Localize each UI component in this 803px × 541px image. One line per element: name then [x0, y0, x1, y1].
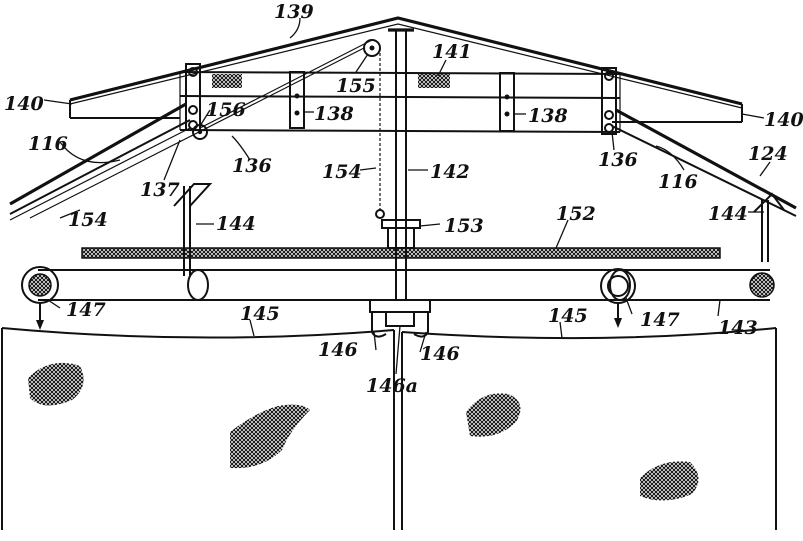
cable-hook: [375, 209, 385, 219]
label-154-upper: 154: [322, 161, 362, 183]
collar-153: [381, 219, 421, 249]
label-142: 142: [430, 161, 470, 183]
label-136-left: 136: [232, 155, 272, 177]
pipe-143: [38, 269, 770, 301]
label-139: 139: [274, 1, 314, 23]
label-145-left: 145: [240, 303, 280, 325]
bracket-138-left: [289, 71, 305, 129]
label-116-right: 116: [658, 171, 698, 193]
curtain-145-right: [401, 327, 777, 530]
curtain-145-left: [1, 327, 395, 530]
label-138-right: 138: [528, 105, 568, 127]
hatch-mark-141: [418, 74, 450, 88]
hanger-144-right: [753, 192, 785, 262]
label-141: 141: [432, 41, 472, 63]
pipe-end-147-right: [600, 268, 775, 328]
label-152: 152: [556, 203, 596, 225]
mast-142: [388, 28, 414, 300]
label-145-right: 145: [548, 305, 588, 327]
side-panel-116-left: [9, 102, 191, 221]
label-153: 153: [444, 215, 484, 237]
label-124: 124: [748, 143, 788, 165]
label-146-left: 146: [318, 339, 358, 361]
label-137: 137: [140, 179, 180, 201]
label-156: 156: [206, 99, 246, 121]
bracket-138-right: [499, 72, 515, 132]
cable-154-lower: [29, 47, 365, 219]
label-146-right: 146: [420, 343, 460, 365]
hinge-right: [601, 67, 617, 135]
label-147-left: 147: [66, 299, 106, 321]
label-147-right: 147: [640, 309, 680, 331]
label-144-right: 144: [708, 203, 748, 225]
label-155: 155: [336, 75, 376, 97]
roof-canopy: [69, 16, 743, 123]
leader-lines: [43, 17, 771, 375]
label-140-right: 140: [764, 109, 803, 131]
hatch-mark-left: [212, 74, 242, 88]
hanger-144-left: [173, 183, 213, 276]
label-116-left: 116: [28, 133, 68, 155]
beam-136: [179, 71, 621, 133]
label-154-lower: 154: [68, 209, 108, 231]
cable-154-upper: [199, 39, 373, 129]
pipe-end-147-left: [21, 266, 59, 330]
label-146a: 146a: [366, 375, 418, 397]
label-136-right: 136: [598, 149, 638, 171]
label-140-left: 140: [4, 93, 44, 115]
label-143: 143: [718, 317, 758, 339]
label-144-left: 144: [216, 213, 256, 235]
label-138-left: 138: [314, 103, 354, 125]
bar-152: [81, 247, 721, 259]
reference-labels: 139 140 140 141 155 156 138 138 116 116 …: [4, 1, 803, 397]
